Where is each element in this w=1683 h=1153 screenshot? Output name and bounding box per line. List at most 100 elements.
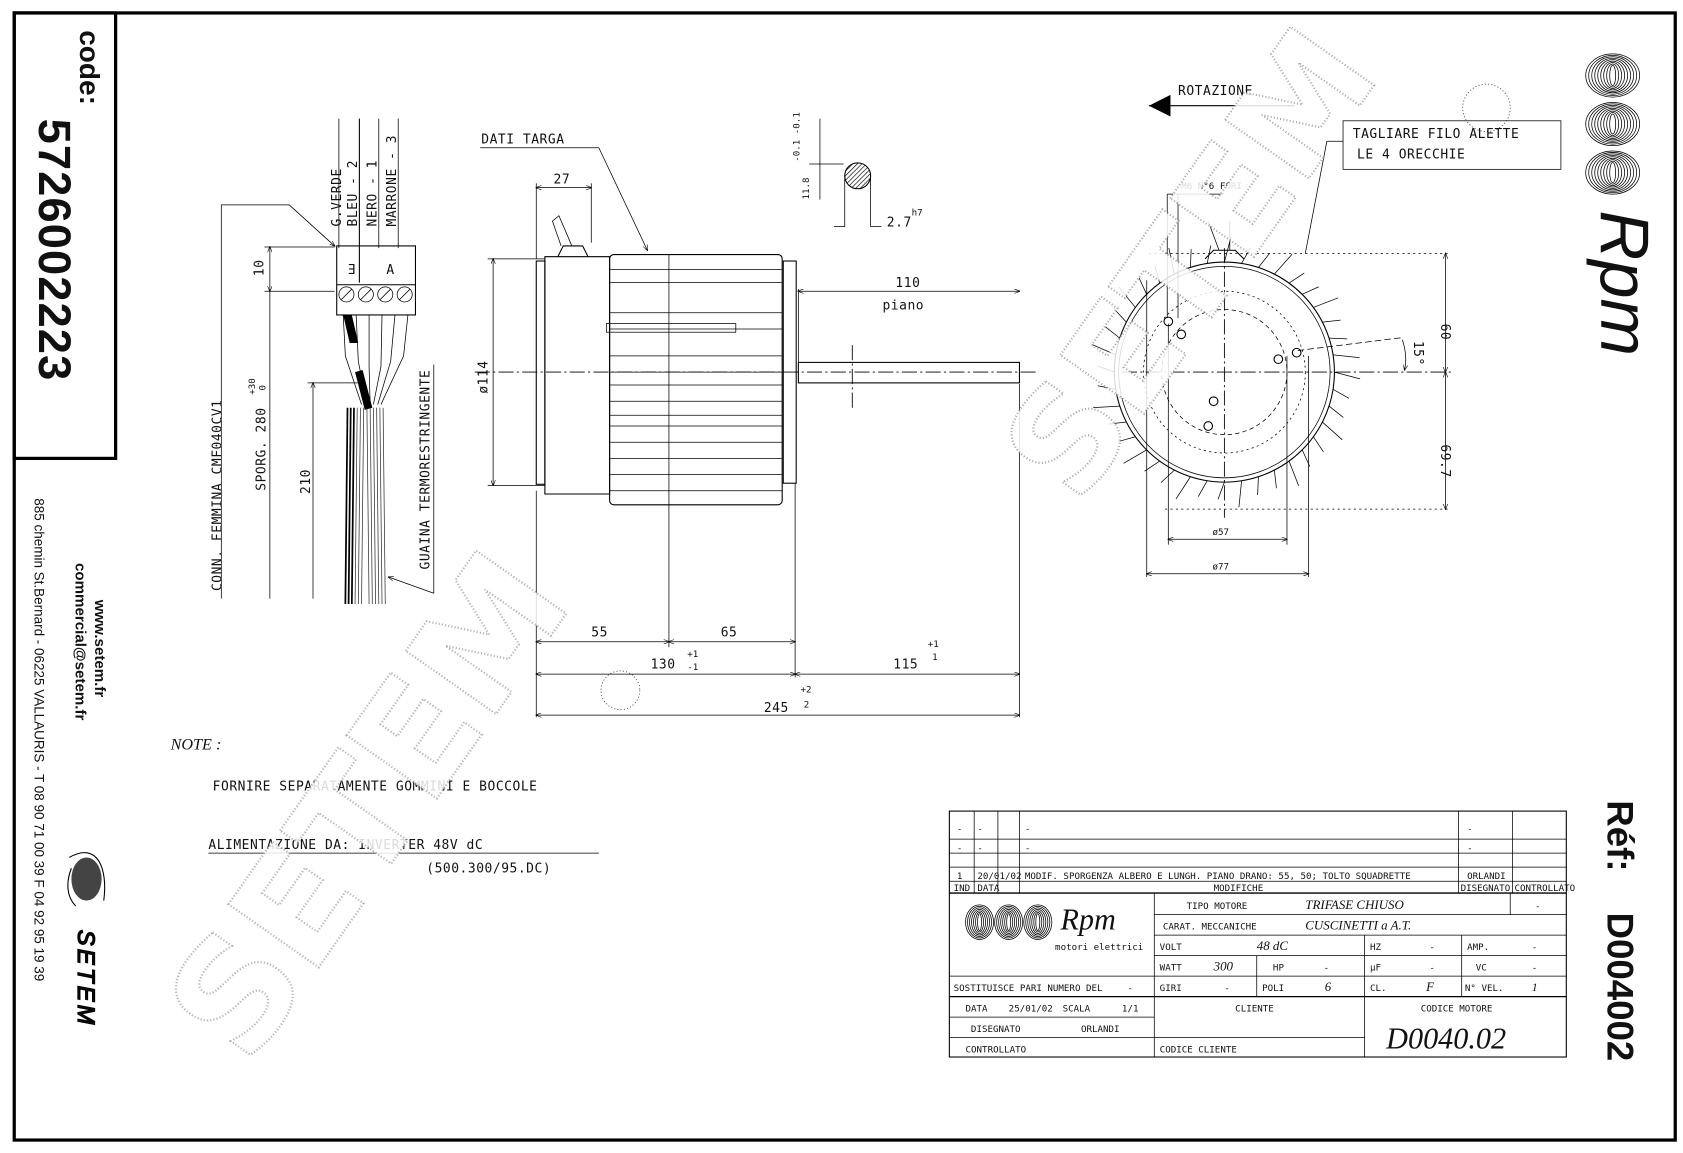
rev-header-data: DATA xyxy=(977,883,1000,894)
dim-245-tol-lower: 2 xyxy=(804,700,810,711)
svg-text:SETEM: SETEM xyxy=(134,522,604,1088)
coil-ring xyxy=(1603,159,1623,186)
coil-ring xyxy=(1588,54,1638,97)
coil-ring xyxy=(1600,60,1626,91)
revision-data: 20/01/02 xyxy=(977,871,1021,882)
scale-value: 1/1 xyxy=(1122,1004,1139,1015)
cooling-fin xyxy=(1329,337,1348,340)
rpm-title-logo xyxy=(965,904,1053,940)
cl-label: CL. xyxy=(1370,983,1387,994)
coil-ring xyxy=(1609,113,1617,135)
dim-245-tol-upper: +2 xyxy=(801,684,812,695)
date-value: 25/01/02 xyxy=(1009,1004,1053,1015)
coil-ring xyxy=(1597,156,1629,189)
note-line-3: (500.300/95.DC) xyxy=(426,862,551,877)
volt-label: VOLT xyxy=(1160,942,1183,953)
terminal-screw-slot xyxy=(360,288,372,301)
cable-gland xyxy=(1207,220,1231,251)
coil-ring xyxy=(998,907,1020,937)
coil-ring xyxy=(1023,904,1053,940)
website-link[interactable]: www.setem.fr xyxy=(91,599,108,698)
ref-label: Réf: xyxy=(1599,800,1640,871)
shaft-dim-11-8: 11.8 xyxy=(801,177,812,199)
shaft-fit-h7: h7 xyxy=(912,208,923,219)
dim-110: 110 xyxy=(895,276,920,291)
dim-10: 10 xyxy=(252,259,267,276)
notes-title: NOTE : xyxy=(170,737,222,754)
coil-ring xyxy=(973,910,986,934)
cable-strand xyxy=(350,407,355,605)
revision-desc: - xyxy=(1025,843,1031,854)
cooling-fin xyxy=(1328,405,1344,418)
mu-value: - xyxy=(1429,963,1435,974)
cable-strand xyxy=(354,407,358,605)
cooling-fin xyxy=(1154,265,1161,284)
coil-ring xyxy=(1606,160,1620,185)
coil-ring xyxy=(1606,63,1620,88)
dim-210: 210 xyxy=(299,469,314,494)
product-code: 5726002223 xyxy=(29,119,80,382)
poli-label: POLI xyxy=(1262,983,1284,994)
coil-ring xyxy=(1004,911,1014,933)
carat-value: CUSCINETTI a A.T. xyxy=(1305,918,1411,933)
notes: NOTE : FORNIRE SEPARATAMENTE GOMMINI E B… xyxy=(170,737,599,877)
cooling-fin xyxy=(1105,326,1120,339)
shaft-dia-2-7: 2.7 xyxy=(887,216,912,231)
dim-115-tol-lower: 1 xyxy=(932,652,938,663)
motor-side-view: DATI TARGA 27 ø114 110 piano 11.8 -0.1 -… xyxy=(474,112,1036,717)
dim-130: 130 xyxy=(651,658,676,673)
cooling-fin xyxy=(1117,436,1136,443)
hp-value: - xyxy=(1324,963,1330,974)
hp-label: HP xyxy=(1273,963,1285,974)
cooling-fin xyxy=(1273,470,1277,489)
coil-ring xyxy=(996,906,1022,939)
terminal-screw-slot xyxy=(379,288,391,301)
rev-header-desc: MODIFICHE xyxy=(1214,883,1264,894)
coil-ring xyxy=(1600,157,1626,188)
cooling-fin xyxy=(1322,421,1343,441)
coil-ring xyxy=(1025,906,1051,939)
cooling-fin xyxy=(1274,254,1293,275)
company-address: 885 chemin St.Bernard - 06225 VALLAURIS … xyxy=(32,498,47,981)
checked-by-label: CONTROLLATO xyxy=(966,1045,1027,1056)
cooling-fin xyxy=(1333,354,1360,358)
dim-27: 27 xyxy=(554,172,571,187)
tb-logo-sub: motori elettrici xyxy=(1055,942,1143,953)
revision-drawn: - xyxy=(1467,824,1473,835)
mu-label: µF xyxy=(1370,963,1381,974)
coil-ring xyxy=(1591,153,1635,192)
mounting-hole-icon xyxy=(1273,354,1284,365)
coil-ring xyxy=(975,911,984,933)
email-link[interactable]: commercial@setem.fr xyxy=(72,563,89,720)
vel-label: N° VEL. xyxy=(1465,983,1504,994)
wire-label-brown: MARRONE - 3 xyxy=(385,135,400,227)
coil-ring xyxy=(1597,107,1629,141)
dim-130-tol-lower: -1 xyxy=(687,662,698,673)
giri-value: - xyxy=(1224,983,1230,994)
angle-15: 15° xyxy=(1410,341,1425,366)
coil-ring xyxy=(1035,913,1041,931)
rotation-label: ROTAZIONE xyxy=(1178,84,1253,99)
connector-label: CONN. FEMMINA CMF040CV1 xyxy=(210,399,225,591)
dia-77: ø77 xyxy=(1213,561,1230,572)
cooling-fin xyxy=(1322,319,1341,323)
revision-drawn: - xyxy=(1467,843,1473,854)
dim-65: 65 xyxy=(721,625,738,640)
revision-desc: - xyxy=(1025,824,1031,835)
cooling-fin xyxy=(1168,248,1175,275)
coil-ring xyxy=(1609,65,1617,86)
cooling-fin xyxy=(1334,371,1361,380)
carat-label: CARAT. MECCANICHE xyxy=(1163,922,1257,933)
rev-header-checked: CONTROLLATO xyxy=(1515,883,1576,894)
dim-115-tol-upper: +1 xyxy=(928,639,939,650)
terminal-block xyxy=(336,245,417,316)
callout-box xyxy=(1342,120,1562,170)
date-label: DATA xyxy=(966,1004,989,1015)
rev-header-drawn: DISEGNATO xyxy=(1461,883,1511,894)
terminal-screw-icon xyxy=(357,286,374,303)
sostituisce-label: SOSTITUISCE PARI NUMERO DEL xyxy=(954,983,1103,994)
vc-label: VC xyxy=(1476,963,1487,974)
motor-code-label: CODICE MOTORE xyxy=(1421,1004,1493,1015)
tipo-label: TIPO MOTORE xyxy=(1187,901,1248,912)
